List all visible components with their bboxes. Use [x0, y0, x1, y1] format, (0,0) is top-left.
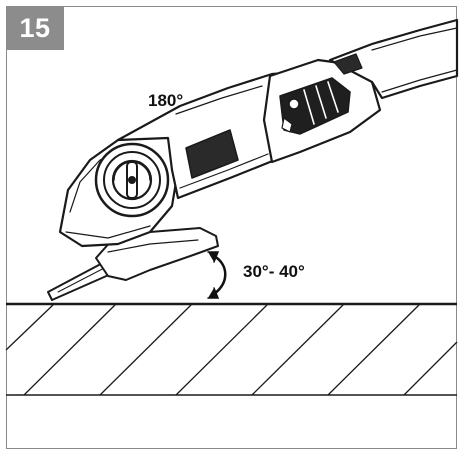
step-number-badge: 15 — [6, 6, 64, 50]
step-number: 15 — [19, 12, 51, 43]
work-surface — [5, 302, 458, 396]
surface-hatching — [5, 303, 458, 396]
blade-clamp-lever — [94, 142, 170, 218]
switch-knob-icon — [288, 98, 300, 110]
speed-dial-window — [279, 77, 351, 135]
body-recess — [185, 129, 239, 179]
blade-angle-range-label: 30°- 40° — [243, 262, 305, 281]
rotation-angle-label: 180° — [148, 91, 184, 110]
angle-arrow-icon — [207, 251, 227, 299]
oscillating-tool — [47, 18, 459, 301]
